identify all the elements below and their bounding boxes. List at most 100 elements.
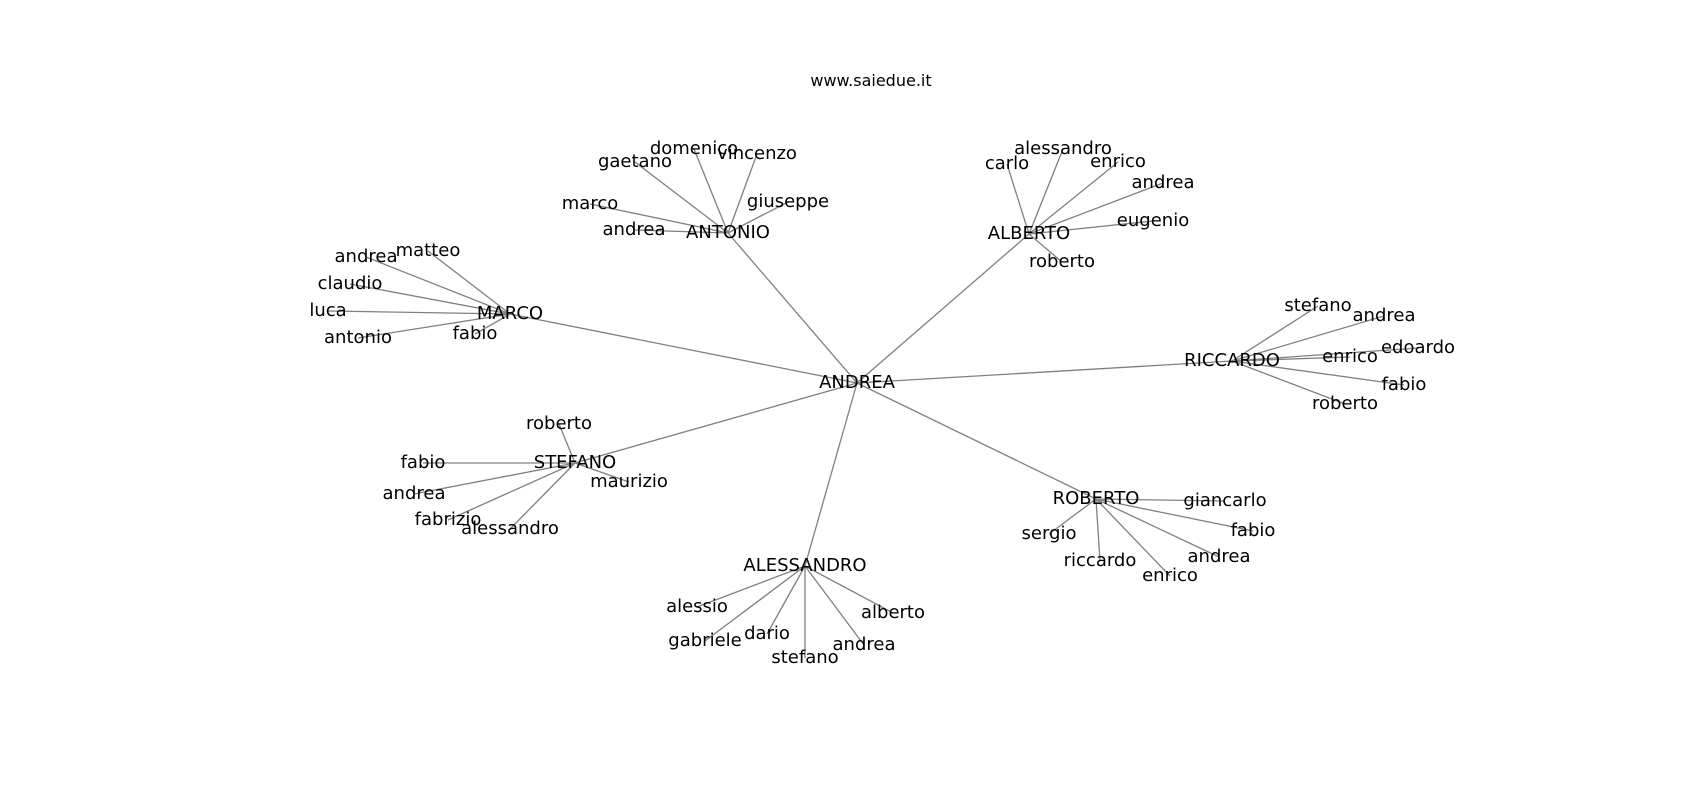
- node-hub-roberto: ROBERTO: [1053, 488, 1140, 509]
- node-leaf-marco-matteo: matteo: [396, 240, 461, 261]
- edge-root-roberto: [856, 382, 1097, 500]
- node-leaf-riccardo-enrico: enrico: [1322, 346, 1378, 367]
- node-leaf-alberto-andrea: andrea: [1132, 172, 1195, 193]
- edge-alessandro-alessio: [696, 565, 806, 608]
- node-leaf-alessandro-andrea: andrea: [833, 634, 896, 655]
- node-leaf-marco-luca: luca: [309, 300, 346, 321]
- node-leaf-antonio-andrea: andrea: [603, 219, 666, 240]
- edge-roberto-andrea: [1095, 498, 1220, 558]
- edge-root-antonio: [727, 232, 858, 384]
- edge-marco-fabio: [474, 313, 511, 335]
- node-hub-marco: MARCO: [477, 303, 543, 324]
- edge-root-riccardo: [856, 360, 1233, 384]
- edge-roberto-enrico: [1095, 498, 1171, 577]
- node-leaf-riccardo-stefano: stefano: [1284, 295, 1351, 316]
- node-leaf-riccardo-fabio: fabio: [1382, 374, 1427, 395]
- edge-alberto-carlo: [1006, 163, 1030, 235]
- node-leaf-riccardo-andrea: andrea: [1353, 305, 1416, 326]
- edge-roberto-riccardo: [1095, 498, 1101, 562]
- node-leaf-roberto-fabio: fabio: [1231, 520, 1276, 541]
- node-root: ANDREA: [819, 372, 896, 393]
- node-leaf-stefano-andrea: andrea: [383, 483, 446, 504]
- edge-antonio-andrea: [633, 229, 729, 234]
- node-leaf-alberto-alessandro: alessandro: [1014, 138, 1112, 159]
- edge-stefano-maurizio: [574, 462, 630, 483]
- node-leaf-antonio-marco: marco: [562, 193, 618, 214]
- edge-marco-matteo: [427, 250, 511, 315]
- edge-riccardo-edoardo: [1231, 347, 1419, 362]
- edge-alessandro-dario: [766, 565, 806, 635]
- node-leaf-stefano-fabio: fabio: [401, 452, 446, 473]
- node-leaf-alberto-enrico: enrico: [1090, 151, 1146, 172]
- edge-riccardo-stefano: [1231, 305, 1319, 362]
- edge-alessandro-alberto: [804, 565, 894, 614]
- edge-antonio-gaetano: [634, 161, 729, 234]
- edge-root-stefano: [574, 382, 858, 464]
- edge-alberto-eugenio: [1028, 220, 1154, 235]
- edge-marco-claudio: [349, 283, 511, 315]
- node-leaf-marco-fabio: fabio: [453, 323, 498, 344]
- node-leaf-antonio-domenico: domenico: [650, 138, 738, 159]
- edge-root-alberto: [856, 233, 1030, 384]
- edge-riccardo-enrico: [1231, 356, 1351, 362]
- edge-antonio-domenico: [693, 148, 729, 234]
- edge-alberto-roberto: [1028, 233, 1063, 263]
- node-leaf-roberto-enrico: enrico: [1142, 565, 1198, 586]
- node-leaf-marco-claudio: claudio: [318, 273, 383, 294]
- edge-stefano-alessandro: [509, 462, 576, 530]
- node-leaf-stefano-roberto: roberto: [526, 413, 592, 434]
- edge-marco-andrea: [365, 256, 511, 315]
- node-hub-alberto: ALBERTO: [988, 223, 1070, 244]
- node-leaf-alessandro-alessio: alessio: [666, 596, 728, 617]
- node-leaf-riccardo-edoardo: edoardo: [1381, 337, 1455, 358]
- node-leaf-stefano-maurizio: maurizio: [590, 471, 668, 492]
- node-hub-stefano: STEFANO: [534, 452, 616, 473]
- node-leaf-alessandro-alberto: alberto: [861, 602, 925, 623]
- edge-riccardo-fabio: [1231, 360, 1405, 386]
- node-leaf-alessandro-stefano: stefano: [771, 647, 838, 668]
- site-title: www.saiedue.it: [810, 71, 932, 90]
- node-leaf-roberto-giancarlo: giancarlo: [1183, 490, 1266, 511]
- edge-stefano-fabrizio: [447, 462, 576, 521]
- node-hub-alessandro: ALESSANDRO: [743, 555, 866, 576]
- edge-antonio-giuseppe: [727, 201, 789, 234]
- edge-alberto-andrea: [1028, 182, 1164, 235]
- node-leaf-marco-andrea: andrea: [335, 246, 398, 267]
- edge-root-alessandro: [804, 382, 858, 567]
- node-leaf-stefano-fabrizio: fabrizio: [415, 509, 482, 530]
- edge-roberto-fabio: [1095, 498, 1254, 532]
- edge-alberto-alessandro: [1028, 148, 1064, 235]
- node-leaf-alberto-roberto: roberto: [1029, 251, 1095, 272]
- edge-marco-antonio: [357, 313, 511, 339]
- node-leaf-alessandro-dario: dario: [744, 623, 790, 644]
- edge-antonio-marco: [589, 203, 729, 234]
- edge-antonio-vincenzo: [727, 153, 758, 234]
- edge-root-marco: [509, 313, 858, 384]
- node-leaf-roberto-andrea: andrea: [1188, 546, 1251, 567]
- node-leaf-antonio-giuseppe: giuseppe: [747, 191, 829, 212]
- edge-roberto-sergio: [1048, 498, 1097, 535]
- node-leaf-roberto-sergio: sergio: [1022, 523, 1077, 544]
- node-leaf-roberto-riccardo: riccardo: [1064, 550, 1137, 571]
- node-hub-antonio: ANTONIO: [686, 222, 770, 243]
- edge-riccardo-andrea: [1231, 315, 1385, 362]
- edge-alessandro-gabriele: [704, 565, 806, 642]
- node-leaf-antonio-gaetano: gaetano: [598, 151, 672, 172]
- node-leaf-alberto-eugenio: eugenio: [1117, 210, 1189, 231]
- edge-layer: [327, 148, 1419, 658]
- edge-stefano-roberto: [558, 423, 576, 464]
- edge-alberto-enrico: [1028, 161, 1119, 235]
- node-leaf-alessandro-gabriele: gabriele: [668, 630, 741, 651]
- edge-riccardo-roberto: [1231, 360, 1346, 405]
- edge-roberto-giancarlo: [1095, 498, 1226, 502]
- node-leaf-antonio-vincenzo: vincenzo: [717, 143, 797, 164]
- node-leaf-riccardo-roberto: roberto: [1312, 393, 1378, 414]
- node-hub-riccardo: RICCARDO: [1184, 350, 1280, 371]
- edge-stefano-andrea: [413, 462, 576, 495]
- node-leaf-marco-antonio: antonio: [324, 327, 392, 348]
- node-leaf-alberto-carlo: carlo: [985, 153, 1029, 174]
- edge-alessandro-andrea: [804, 565, 865, 646]
- node-leaf-stefano-alessandro: alessandro: [461, 518, 559, 539]
